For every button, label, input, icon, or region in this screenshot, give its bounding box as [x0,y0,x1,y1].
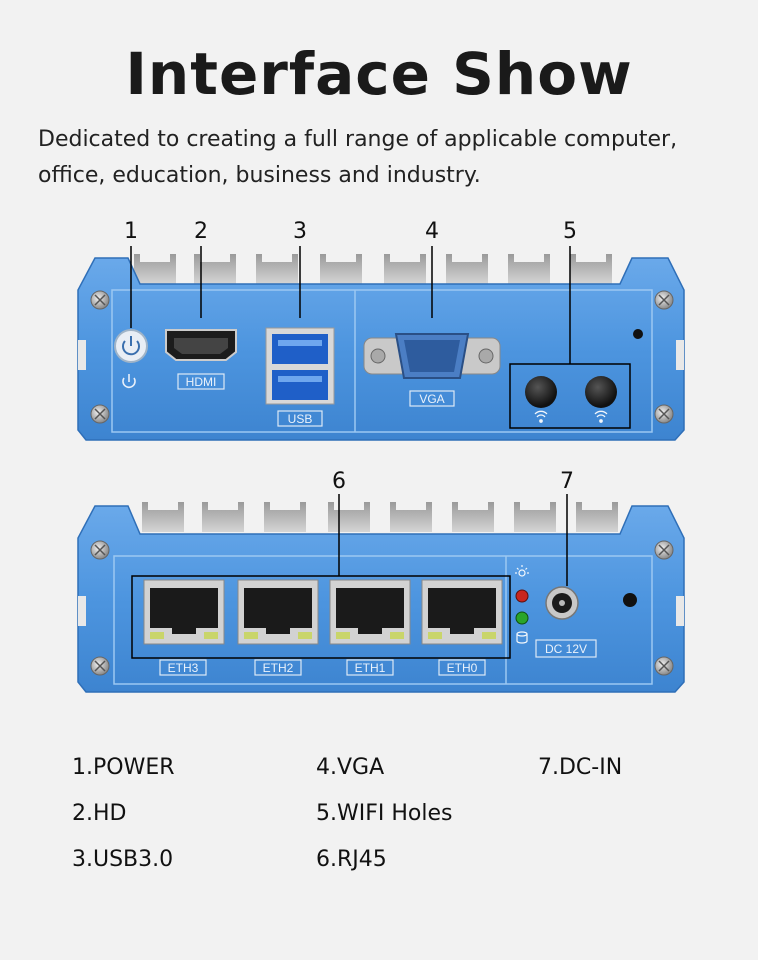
power-button [114,329,148,363]
callout-3: 3 [293,219,307,244]
reset-hole [623,593,637,607]
hdmi-label: HDMI [186,375,217,389]
usb-label: USB [288,412,313,426]
page-subtitle: Dedicated to creating a full range of ap… [38,127,678,188]
legend-vga: 4.VGA [316,755,385,780]
dc-label: DC 12V [545,642,587,656]
power-led [515,589,529,603]
wifi-antenna-hole [525,376,617,408]
callout-4: 4 [425,219,439,244]
front-panel: HDMI USB VGA [77,254,685,441]
rj45-port [143,579,225,645]
heatsink-fins-top [134,254,612,284]
callout-1: 1 [124,219,138,244]
eth1-label: ETH1 [355,661,386,675]
reset-hole [633,329,643,339]
callout-2: 2 [194,219,208,244]
vga-port [363,333,501,379]
callout-lines-top [130,246,571,364]
wifi-icon [534,410,608,423]
legend-hd: 2.HD [72,801,127,826]
dc-jack [545,586,579,620]
led-icon [515,565,529,577]
legend-dcin: 7.DC-IN [538,755,623,780]
callout-5: 5 [563,219,577,244]
screw-icon [90,540,674,676]
disk-icon [516,631,528,644]
heatsink-fins-bottom [142,502,618,532]
legend-wifi: 5.WIFI Holes [316,801,453,826]
rj45-port [237,579,319,645]
screw-icon [90,290,674,424]
callout-6: 6 [332,469,346,494]
rj45-port [421,579,503,645]
eth0-label: ETH0 [447,661,478,675]
usb-ports [265,327,335,405]
callout-7: 7 [560,469,574,494]
page-title: Interface Show [125,40,633,108]
hdmi-port [165,329,237,361]
rj45-port [329,579,411,645]
legend-rj45: 6.RJ45 [316,847,387,872]
rear-panel: ETH3 ETH2 ETH1 ETH0 DC 12V [77,502,685,693]
eth3-label: ETH3 [168,661,199,675]
callout-lines-bottom [338,494,568,586]
eth2-label: ETH2 [263,661,294,675]
power-icon [122,374,136,389]
legend-power: 1.POWER [72,755,175,780]
legend-usb: 3.USB3.0 [72,847,174,872]
disk-led [515,611,529,625]
vga-label: VGA [419,392,444,406]
